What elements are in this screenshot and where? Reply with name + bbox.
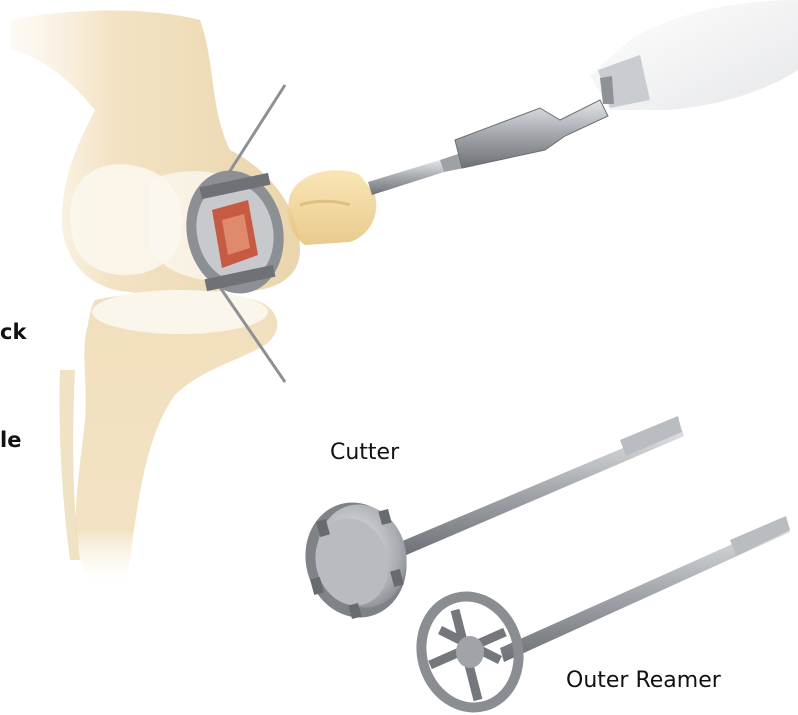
drill-chuck-icon [590,0,798,110]
drill-bit [368,100,608,195]
cropped-label-top: ck [0,320,26,344]
guide-handle [288,170,376,245]
cropped-label-bottom: le [0,428,21,452]
outer-reamer-label: Outer Reamer [566,668,721,693]
tibia-bone [59,290,277,590]
cutter-label: Cutter [330,440,399,465]
